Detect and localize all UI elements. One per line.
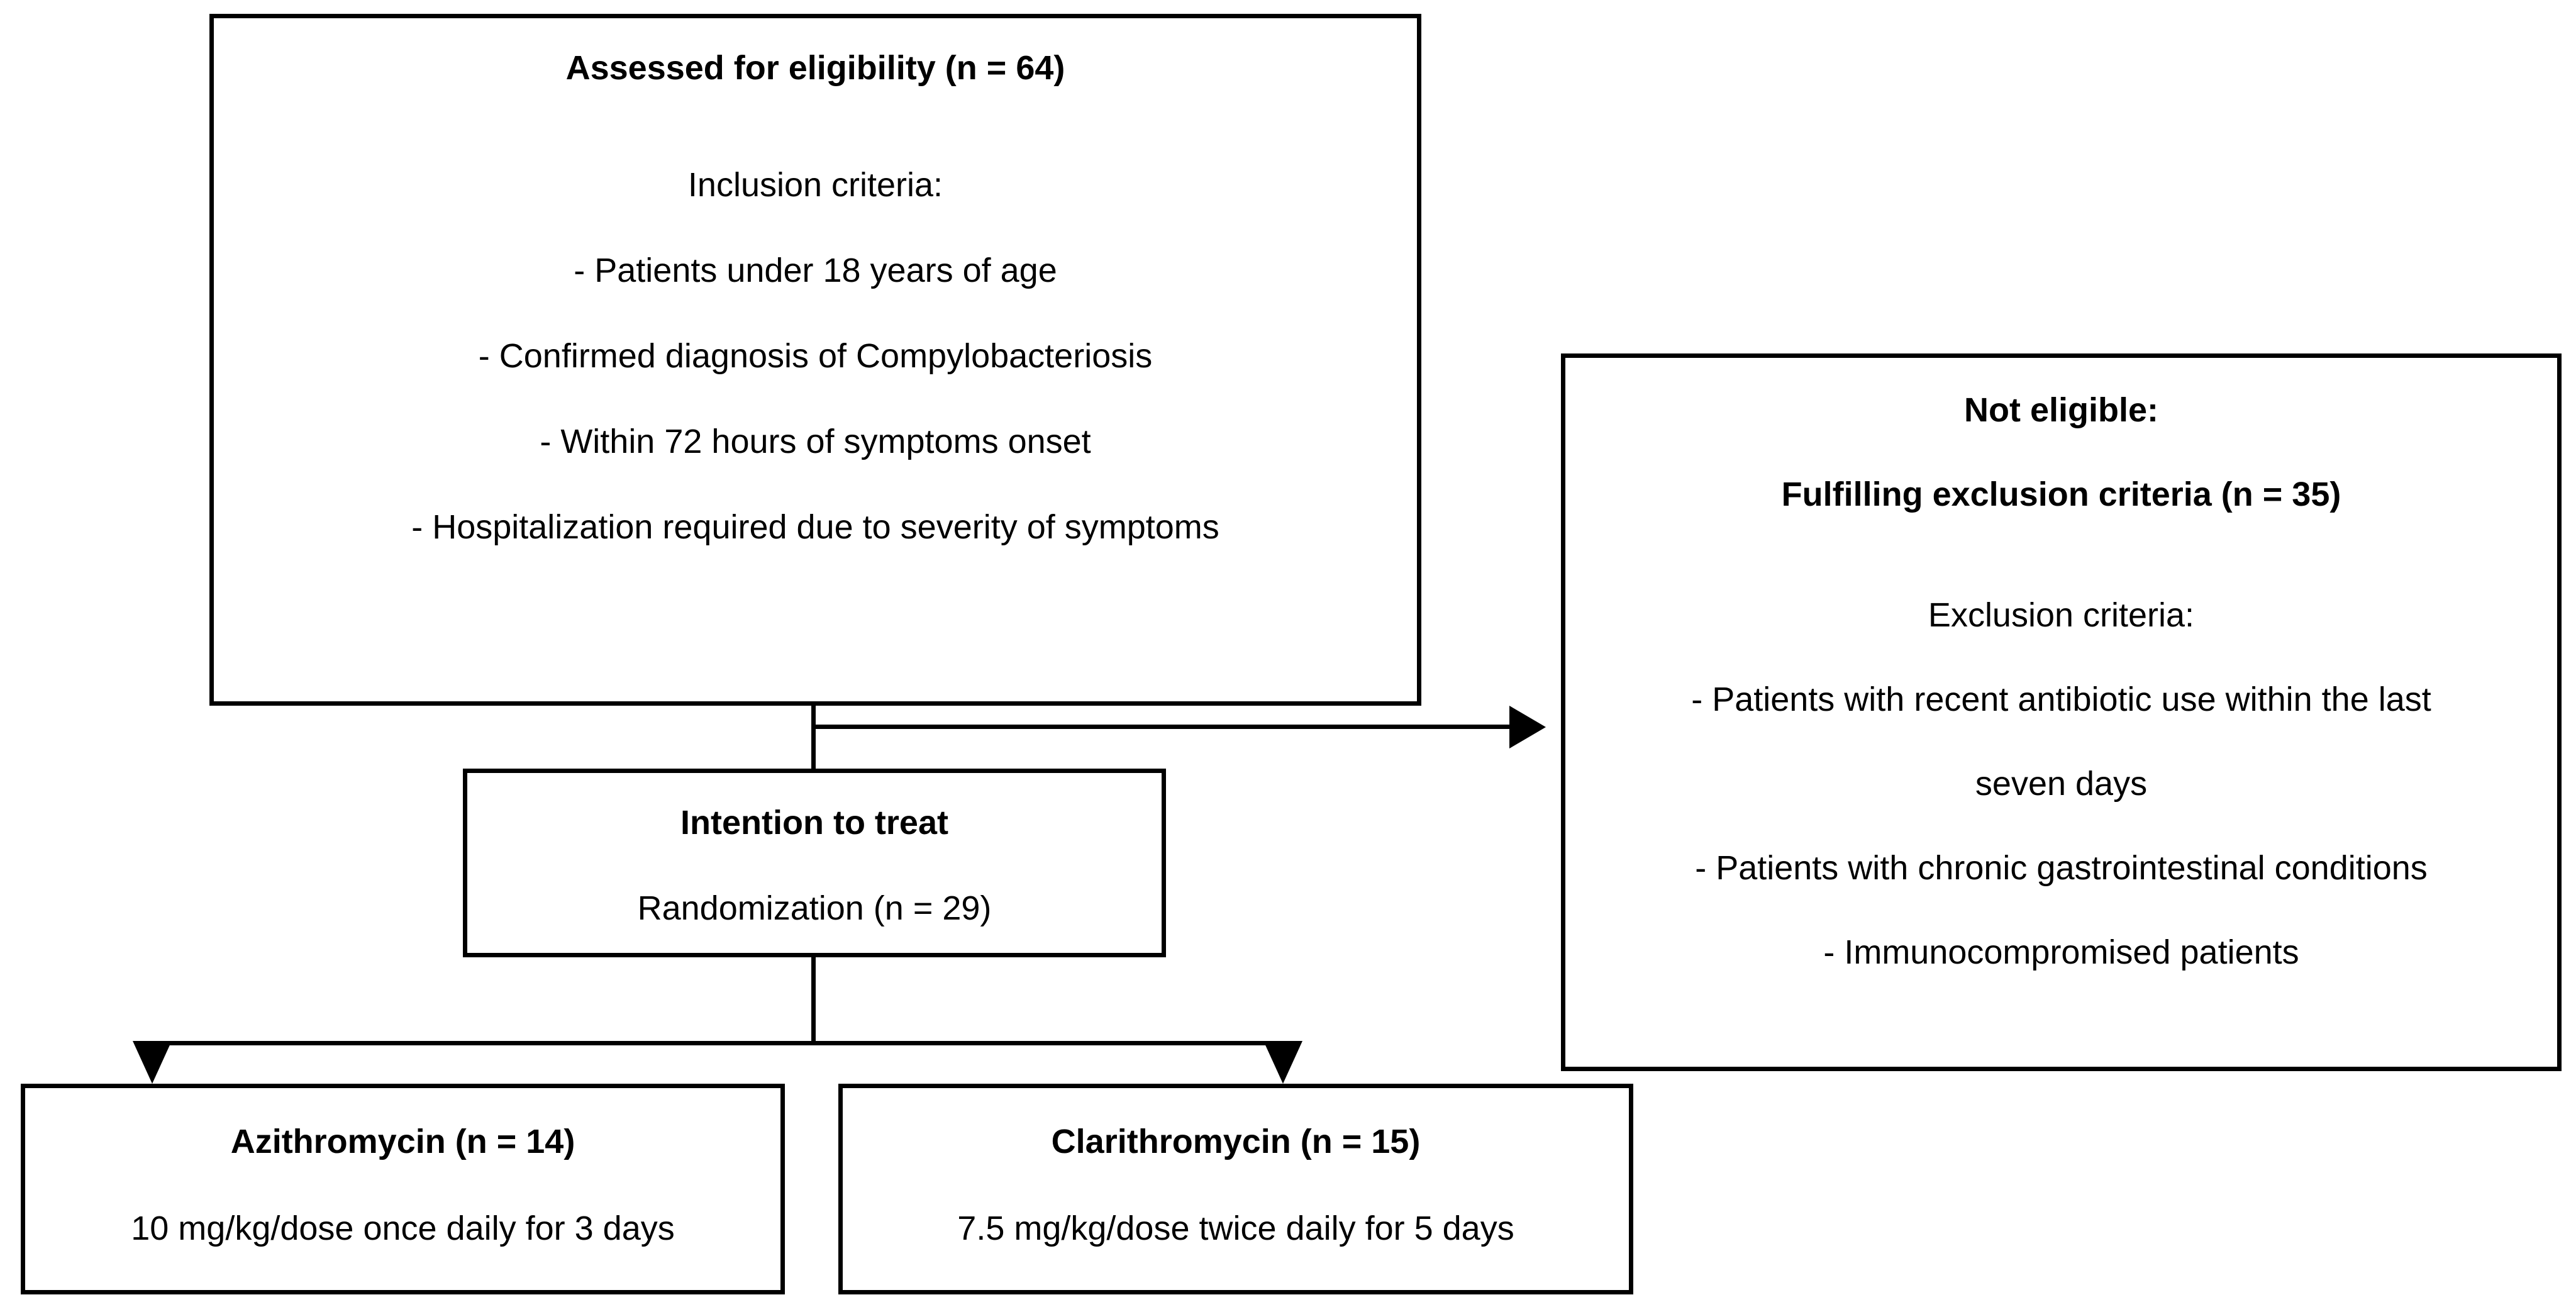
arrow-down-icon [133,1041,172,1084]
connector-itt-split-bar [150,1041,1285,1045]
connector-eligibility-to-itt [811,706,816,769]
itt-title: Intention to treat [680,804,948,842]
not-eligible-subtitle: Fulfilling exclusion criteria (n = 35) [1781,476,2341,513]
intention-to-treat-box: Intention to treat Randomization (n = 29… [463,769,1166,957]
connector-eligibility-to-not-eligible [811,725,1509,729]
itt-randomization: Randomization (n = 29) [637,889,992,927]
exclusion-criteria-heading: Exclusion criteria: [1928,596,2195,634]
not-eligible-box: Not eligible: Fulfilling exclusion crite… [1561,353,2562,1071]
clarithromycin-dosing: 7.5 mg/kg/dose twice daily for 5 days [957,1210,1514,1247]
arrow-down-icon [1263,1041,1302,1084]
exclusion-criterion-3: - Immunocompromised patients [1823,933,2299,971]
inclusion-criterion-2: - Confirmed diagnosis of Compylobacterio… [478,337,1153,375]
inclusion-criterion-3: - Within 72 hours of symptoms onset [540,423,1091,460]
azithromycin-title: Azithromycin (n = 14) [230,1123,575,1160]
inclusion-criterion-4: - Hospitalization required due to severi… [411,508,1219,546]
inclusion-criteria-heading: Inclusion criteria: [687,166,943,204]
exclusion-criterion-2: - Patients with chronic gastrointestinal… [1695,849,2428,887]
connector-itt-stem [811,957,816,1045]
azithromycin-dosing: 10 mg/kg/dose once daily for 3 days [131,1210,675,1247]
exclusion-criterion-1-line-1: - Patients with recent antibiotic use wi… [1691,681,2431,718]
clarithromycin-title: Clarithromycin (n = 15) [1051,1123,1421,1160]
azithromycin-arm-box: Azithromycin (n = 14) 10 mg/kg/dose once… [21,1084,785,1294]
not-eligible-title: Not eligible: [1964,391,2158,429]
eligibility-title: Assessed for eligibility (n = 64) [565,49,1065,87]
exclusion-criterion-1-line-2: seven days [1975,765,2148,803]
arrow-right-icon [1509,706,1546,748]
inclusion-criterion-1: - Patients under 18 years of age [574,252,1057,289]
clarithromycin-arm-box: Clarithromycin (n = 15) 7.5 mg/kg/dose t… [838,1084,1633,1294]
assessed-for-eligibility-box: Assessed for eligibility (n = 64) Inclus… [209,14,1421,706]
